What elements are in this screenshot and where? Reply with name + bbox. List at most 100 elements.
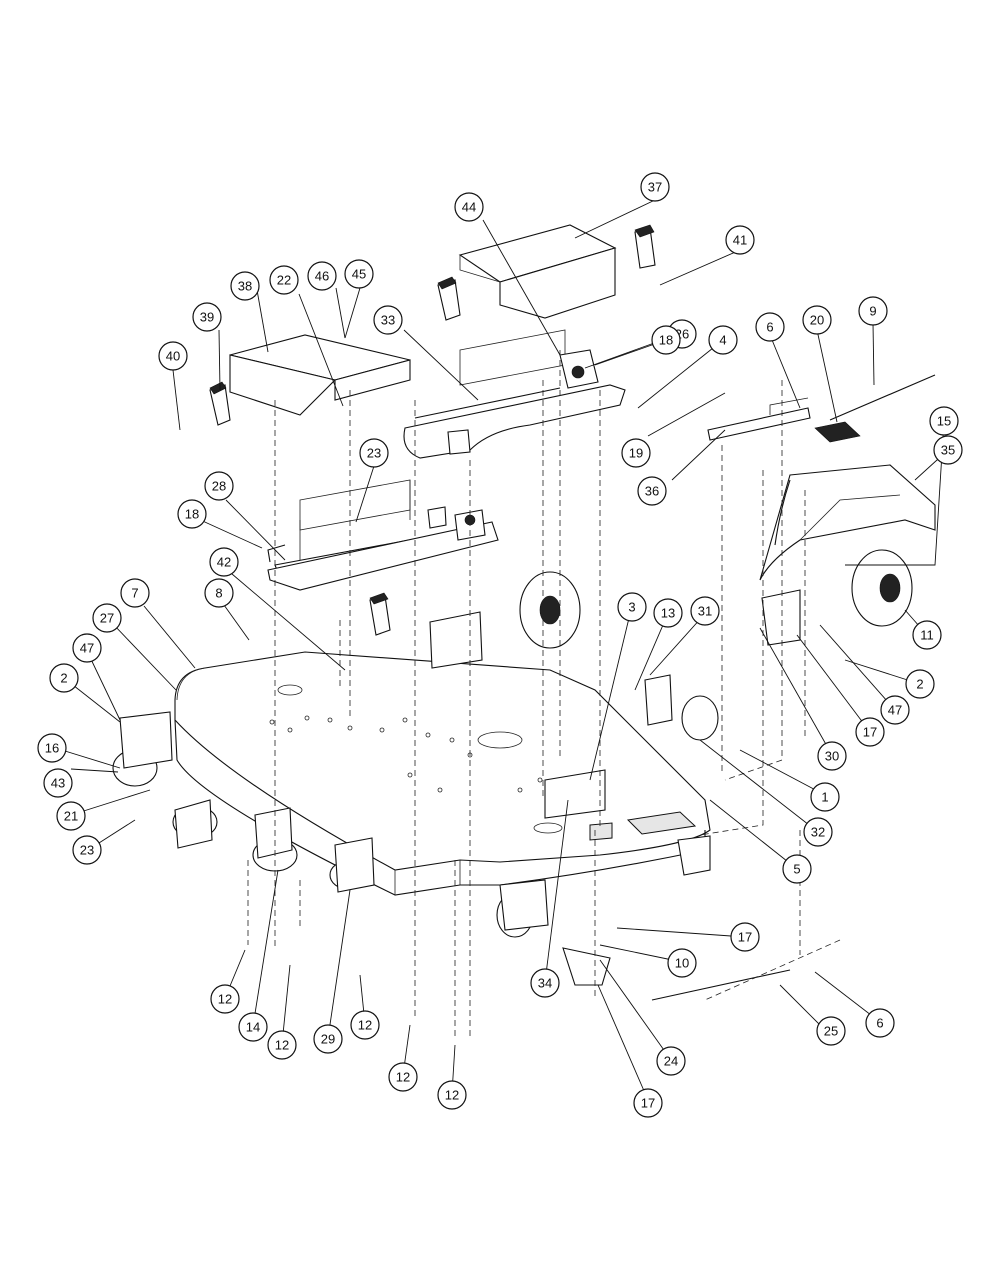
callout-label: 12 (445, 1088, 459, 1103)
callout-label: 40 (166, 349, 180, 364)
callout-10[interactable]: 10 (667, 948, 697, 978)
callout-15[interactable]: 15 (929, 406, 959, 436)
callout-30[interactable]: 30 (817, 741, 847, 771)
decal-20 (814, 421, 861, 443)
callout-1[interactable]: 1 (810, 782, 840, 812)
callout-46[interactable]: 46 (307, 261, 337, 291)
callout-37[interactable]: 37 (640, 172, 670, 202)
callout-label: 17 (738, 930, 752, 945)
front-rollers (112, 674, 719, 938)
callout-12-b[interactable]: 12 (267, 1030, 297, 1060)
callout-31[interactable]: 31 (690, 596, 720, 626)
callout-36[interactable]: 36 (637, 476, 667, 506)
callout-label: 29 (321, 1032, 335, 1047)
callout-6-upper[interactable]: 6 (755, 312, 785, 342)
callout-4[interactable]: 4 (708, 325, 738, 355)
callout-5[interactable]: 5 (782, 854, 812, 884)
callout-42[interactable]: 42 (209, 547, 239, 577)
callout-32[interactable]: 32 (803, 817, 833, 847)
callout-11[interactable]: 11 (912, 620, 942, 650)
center-plate-assembly (267, 479, 499, 591)
callout-label: 6 (876, 1016, 883, 1031)
callout-label: 1 (821, 790, 828, 805)
callout-label: 22 (277, 273, 291, 288)
callout-label: 20 (810, 313, 824, 328)
callout-label: 13 (661, 606, 675, 621)
callout-label: 27 (100, 611, 114, 626)
callout-27[interactable]: 27 (92, 603, 122, 633)
callout-label: 39 (200, 310, 214, 325)
callout-label: 25 (824, 1024, 838, 1039)
callout-28[interactable]: 28 (204, 471, 234, 501)
callout-label: 9 (869, 304, 876, 319)
callout-24[interactable]: 24 (656, 1046, 686, 1076)
callout-22[interactable]: 22 (269, 265, 299, 295)
callout-44[interactable]: 44 (454, 192, 484, 222)
callout-label: 8 (215, 586, 222, 601)
callout-17-lower[interactable]: 17 (633, 1088, 663, 1118)
callout-9[interactable]: 9 (858, 296, 888, 326)
callout-label: 17 (863, 725, 877, 740)
alignment-lines (247, 350, 841, 1040)
callout-label: 6 (766, 320, 773, 335)
callout-label: 21 (64, 809, 78, 824)
callout-18-lower[interactable]: 18 (177, 499, 207, 529)
callout-2-right[interactable]: 2 (905, 669, 935, 699)
callout-17-mid[interactable]: 17 (730, 922, 760, 952)
callout-25[interactable]: 25 (816, 1016, 846, 1046)
leader-lines (51, 199, 949, 1101)
callout-38[interactable]: 38 (230, 271, 260, 301)
callout-23-lower[interactable]: 23 (72, 835, 102, 865)
callout-2-left[interactable]: 2 (49, 663, 79, 693)
callout-label: 47 (80, 641, 94, 656)
callout-3[interactable]: 3 (617, 592, 647, 622)
callout-34[interactable]: 34 (530, 968, 560, 998)
callout-label: 3 (628, 600, 635, 615)
callout-label: 43 (51, 776, 65, 791)
callout-label: 41 (733, 233, 747, 248)
callout-12-c[interactable]: 12 (350, 1010, 380, 1040)
callout-16[interactable]: 16 (37, 733, 67, 763)
callout-40[interactable]: 40 (158, 341, 188, 371)
callout-47-right[interactable]: 47 (880, 695, 910, 725)
callout-23-upper[interactable]: 23 (359, 438, 389, 468)
callout-label: 18 (185, 507, 199, 522)
callout-6-lower[interactable]: 6 (865, 1008, 895, 1038)
callout-18-upper[interactable]: 18 (651, 325, 681, 355)
callout-12-d[interactable]: 12 (388, 1062, 418, 1092)
callout-21[interactable]: 21 (56, 801, 86, 831)
rod-9 (829, 374, 936, 421)
callout-12-e[interactable]: 12 (437, 1080, 467, 1110)
callout-label: 38 (238, 279, 252, 294)
callout-47-left[interactable]: 47 (72, 633, 102, 663)
callout-13[interactable]: 13 (653, 598, 683, 628)
callout-label: 2 (60, 671, 67, 686)
callout-label: 37 (648, 180, 662, 195)
cover-37 (458, 224, 617, 319)
callout-label: 4 (719, 333, 726, 348)
callout-29[interactable]: 29 (313, 1024, 343, 1054)
callout-12-a[interactable]: 12 (210, 984, 240, 1014)
callout-39[interactable]: 39 (192, 302, 222, 332)
callout-label: 33 (381, 313, 395, 328)
callout-41[interactable]: 41 (725, 225, 755, 255)
callout-7[interactable]: 7 (120, 578, 150, 608)
callout-17-right[interactable]: 17 (855, 717, 885, 747)
callout-label: 28 (212, 479, 226, 494)
callout-label: 30 (825, 749, 839, 764)
latch-hardware (209, 224, 656, 636)
callout-8[interactable]: 8 (204, 578, 234, 608)
callout-35[interactable]: 35 (933, 435, 963, 465)
callout-20[interactable]: 20 (802, 305, 832, 335)
callout-33[interactable]: 33 (373, 305, 403, 335)
callout-label: 24 (664, 1054, 678, 1069)
callout-19[interactable]: 19 (621, 438, 651, 468)
discharge-chute (759, 464, 936, 581)
callout-label: 12 (218, 992, 232, 1007)
callout-45[interactable]: 45 (344, 259, 374, 289)
callout-label: 7 (131, 586, 138, 601)
callout-label: 2 (916, 677, 923, 692)
callout-14[interactable]: 14 (238, 1012, 268, 1042)
callout-43[interactable]: 43 (43, 768, 73, 798)
callout-label: 15 (937, 414, 951, 429)
